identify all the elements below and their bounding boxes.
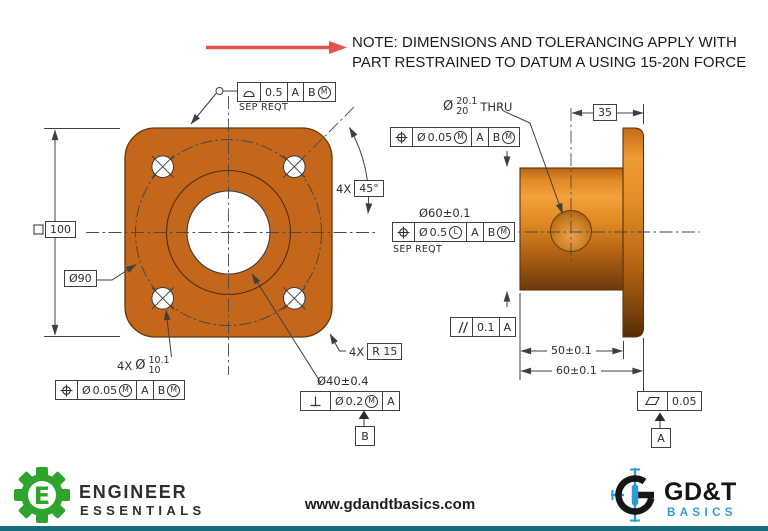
cylinder-length-dim: 50±0.1 [547,344,596,357]
perpendicularity-icon [301,392,330,410]
angle-qty: 4X [336,181,352,196]
parallelism-tolerance: 0.1 [472,318,499,336]
mmc-modifier-icon: M [119,383,133,397]
mmc-modifier-icon: M [317,85,331,99]
datum-feature-a: A [651,428,671,448]
hole-datum-a: A [471,128,488,146]
holes-limit-dim: 10.1 10 [148,355,170,376]
gdt-basics-logo-icon [611,468,655,522]
note-line-1: NOTE: DIMENSIONS AND TOLERANCING APPLY W… [352,34,737,51]
engineer-essentials-gear-icon: E [14,467,70,523]
thru-label: THRU [480,99,513,114]
hole-position-fcf: Ø 0.05 M A B M [390,127,521,147]
boss-size-dim: Ø60±0.1 [419,206,471,220]
website-url[interactable]: www.gdandtbasics.com [304,496,476,513]
holes-datum-b: B M [152,381,185,399]
parallelism-icon [451,318,472,336]
thru-hole-callout: Ø 20.1 20 THRU [443,97,512,116]
mmc-modifier-icon: M [502,130,516,144]
width-basic-dim: 100 [45,221,76,238]
profile-fcf: 0.5 A B M [237,82,336,102]
parallelism-fcf: 0.1 A [450,317,517,337]
mmc-modifier-icon: M [497,225,511,239]
position-icon [56,381,77,399]
side-view-centerlines [502,108,700,266]
bore-perpendicularity-fcf: Ø 0.2 M A [300,391,400,411]
hole-limit-dim: 20.1 20 [456,96,478,117]
hole-datum-b: B M [487,128,520,146]
bolt-holes-size-callout: 4X Ø 10.1 10 [117,356,170,375]
boss-position-tolerance: Ø 0.5 L [414,223,466,241]
radius-basic-dim: R 15 [367,343,403,360]
brand-basics: BASICS [667,507,737,519]
datum-feature-b: B [355,426,375,446]
boss-datum-a: A [466,223,483,241]
profile-tolerance: 0.5 [260,83,287,101]
diameter-symbol: Ø [135,358,146,373]
boss-datum-b: B M [482,223,515,241]
mmc-modifier-icon: M [365,394,379,408]
svg-text:E: E [34,482,50,510]
all-around-symbol [215,87,224,95]
position-icon [391,128,412,146]
holes-qty: 4X [117,358,133,373]
front-view-part [86,96,376,375]
datum-triangles [358,410,666,428]
corner-radius-callout: 4X R 15 [349,343,403,360]
holes-position-tolerance: Ø 0.05 M [77,381,136,399]
front-view-centerlines [86,96,376,375]
mmc-modifier-icon: M [454,130,468,144]
side-view-part [502,108,700,338]
radius-qty: 4X [349,344,365,359]
brand-engineer: ENGINEER [79,482,188,502]
brand-gdt: GD&T [664,478,737,506]
angle-callout: 4X 45° [336,180,384,197]
overall-length-dim: 60±0.1 [552,364,601,377]
profile-sep-reqt: SEP REQT [239,102,289,113]
bolt-circle-basic-dim: Ø90 [64,270,97,287]
footer-accent-bar [0,526,768,531]
red-note-arrow [206,41,347,54]
bore-perp-tolerance: Ø 0.2 M [330,392,382,410]
position-icon [393,223,414,241]
hole-position-tolerance: Ø 0.05 M [412,128,471,146]
hole-offset-basic-dim: 35 [593,104,617,121]
diameter-symbol: Ø [443,99,454,114]
parallelism-datum-a: A [498,318,516,336]
drawing-note: NOTE: DIMENSIONS AND TOLERANCING APPLY W… [352,33,746,72]
flatness-fcf: 0.05 [637,391,702,411]
holes-position-fcf: Ø 0.05 M A B M [55,380,186,400]
mmc-modifier-icon: M [167,383,181,397]
dimension-and-leader-lines [44,87,644,391]
bore-size-dim: Ø40±0.4 [317,374,369,388]
profile-datum-b: B M [303,83,335,101]
lmc-modifier-icon: L [449,225,463,239]
bore-perp-datum-a: A [382,392,399,410]
boss-sep-reqt: SEP REQT [393,244,443,255]
boss-position-fcf: Ø 0.5 L A B M [392,222,516,242]
profile-datum-a: A [286,83,304,101]
flatness-tolerance: 0.05 [667,392,701,410]
square-symbol-icon [33,224,44,235]
brand-essentials: ESSENTIALS [80,503,206,518]
profile-of-surface-icon [238,83,260,101]
holes-datum-a: A [136,381,153,399]
flatness-icon [638,392,667,410]
note-line-2: PART RESTRAINED TO DATUM A USING 15-20N … [352,53,747,71]
angle-basic-dim: 45° [354,180,384,197]
